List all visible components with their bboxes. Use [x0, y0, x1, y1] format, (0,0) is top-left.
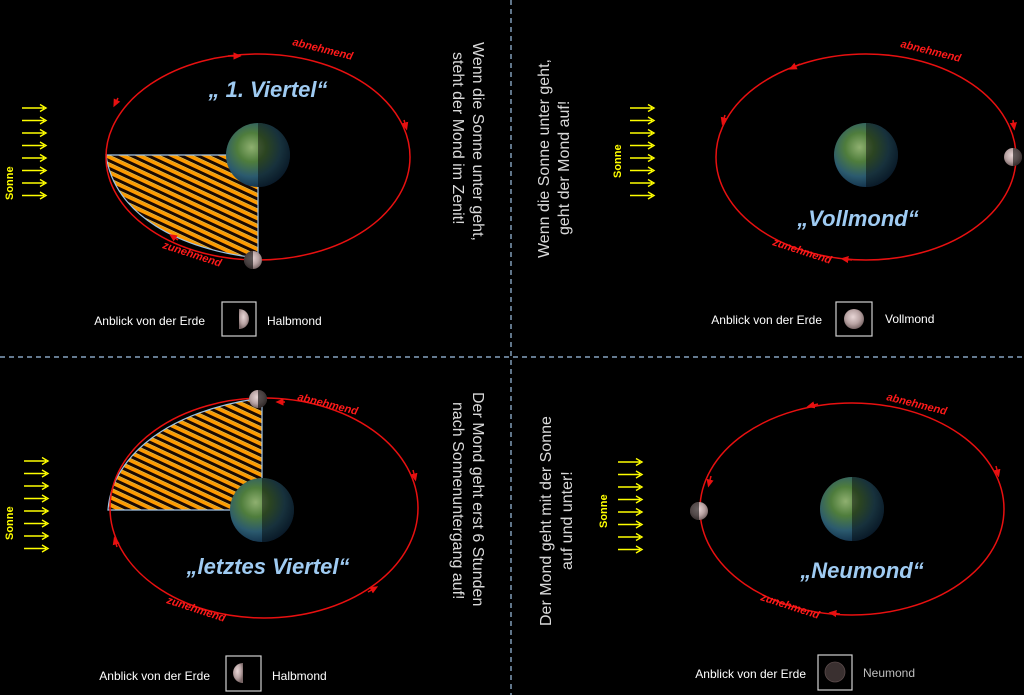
sun-ray-arrow-icon	[24, 519, 50, 528]
sun-ray-arrow-icon	[24, 481, 50, 491]
sun-ray-arrow-icon	[24, 456, 50, 466]
statement-line-1: Wenn die Sonne unter geht,	[536, 59, 553, 258]
sun-ray-arrow-icon	[618, 545, 644, 554]
phase-caption: Vollmond	[885, 312, 934, 326]
half-moon-left-lit-icon	[233, 663, 243, 683]
illuminated-sector	[105, 154, 259, 259]
sun-ray-arrow-icon	[630, 178, 656, 188]
panel-last-quarter: Sonne abnehmend zunehmend „letztes Viert…	[4, 390, 486, 692]
sun-ray-arrow-icon	[22, 141, 48, 150]
sun-ray-arrow-icon	[24, 544, 50, 553]
waxing-label: zunehmend	[164, 594, 227, 625]
view-label: Anblick von der Erde	[711, 313, 822, 327]
moon-icon	[690, 502, 708, 520]
earth-icon	[226, 123, 290, 187]
sun-ray-arrow-icon	[618, 507, 644, 517]
earth-icon	[834, 123, 898, 187]
sun-ray-arrow-icon	[24, 494, 50, 503]
moon-icon	[244, 251, 262, 269]
statement-line-2: nach Sonnenuntergang auf!	[449, 402, 466, 600]
sun-ray-arrow-icon	[630, 191, 656, 200]
sun-ray-arrow-icon	[24, 506, 50, 516]
waning-label: abnehmend	[291, 36, 354, 63]
statement-line-1: Der Mond geht erst 6 Stunden	[469, 392, 486, 606]
sun-ray-arrow-icon	[618, 495, 644, 504]
waxing-label: zunehmend	[770, 236, 833, 267]
phase-title: „letztes Viertel“	[185, 554, 349, 579]
statement-line-1: Der Mond geht mit der Sonne	[538, 416, 555, 626]
phase-title: „Neumond“	[799, 558, 923, 583]
statement-line-2: steht der Mond im Zenit!	[449, 52, 466, 225]
panel-new-moon: Sonne abnehmend zunehmend „Neumond“ Der …	[538, 391, 1005, 691]
sun-ray-arrow-icon	[24, 469, 50, 478]
sun-rays	[618, 457, 644, 554]
sun-label: Sonne	[598, 494, 610, 528]
view-label: Anblick von der Erde	[99, 669, 210, 683]
sun-ray-arrow-icon	[618, 470, 644, 479]
statement-line-1: Wenn die Sonne unter geht,	[469, 42, 486, 241]
sun-ray-arrow-icon	[630, 166, 656, 175]
sun-ray-arrow-icon	[22, 103, 48, 113]
sun-label: Sonne	[4, 166, 16, 200]
sun-ray-arrow-icon	[22, 166, 48, 175]
phase-title: „ 1. Viertel“	[207, 77, 327, 102]
phase-title: „Vollmond“	[796, 206, 918, 231]
sun-ray-arrow-icon	[22, 116, 48, 125]
full-moon-icon	[844, 309, 864, 329]
waning-label: abnehmend	[296, 391, 359, 418]
new-moon-icon	[824, 661, 846, 683]
view-label: Anblick von der Erde	[695, 667, 806, 681]
moon-icon	[249, 390, 267, 408]
statement-line-2: auf und unter!	[559, 471, 576, 570]
sun-ray-arrow-icon	[630, 128, 656, 138]
statement-line-2: geht der Mond auf!	[556, 101, 573, 235]
view-label: Anblick von der Erde	[94, 314, 205, 328]
sun-ray-arrow-icon	[630, 141, 656, 150]
moon-view-box	[835, 301, 873, 337]
sun-ray-arrow-icon	[618, 520, 644, 529]
sun-ray-arrow-icon	[618, 532, 644, 542]
sun-rays	[22, 103, 48, 200]
sun-ray-arrow-icon	[630, 103, 656, 113]
earth-icon	[820, 477, 884, 541]
sun-ray-arrow-icon	[24, 531, 50, 541]
sun-ray-arrow-icon	[22, 128, 48, 138]
waning-label: abnehmend	[885, 391, 948, 418]
panel-full-moon: Sonne abnehmend zunehmend „Vollmond“ Wen…	[536, 38, 1022, 337]
half-moon-right-lit-icon	[239, 309, 249, 329]
sun-label: Sonne	[4, 506, 16, 540]
sun-ray-arrow-icon	[22, 178, 48, 188]
phase-caption: Neumond	[863, 666, 915, 680]
sun-ray-arrow-icon	[618, 482, 644, 492]
sun-label: Sonne	[612, 144, 624, 178]
waxing-label: zunehmend	[758, 591, 821, 622]
phase-caption: Halbmond	[267, 314, 322, 328]
sun-ray-arrow-icon	[22, 153, 48, 163]
sun-ray-arrow-icon	[22, 191, 48, 200]
earth-icon	[230, 478, 294, 542]
sun-ray-arrow-icon	[630, 153, 656, 163]
phase-caption: Halbmond	[272, 669, 327, 683]
sun-rays	[24, 456, 50, 553]
moon-view-box	[225, 655, 262, 692]
sun-ray-arrow-icon	[618, 457, 644, 467]
waning-label: abnehmend	[899, 38, 962, 65]
panel-first-quarter: Sonne abnehmend zunehmend „ 1. Viertel“ …	[4, 36, 486, 337]
sun-ray-arrow-icon	[630, 116, 656, 125]
sun-rays	[630, 103, 656, 200]
moon-icon	[1004, 148, 1022, 166]
